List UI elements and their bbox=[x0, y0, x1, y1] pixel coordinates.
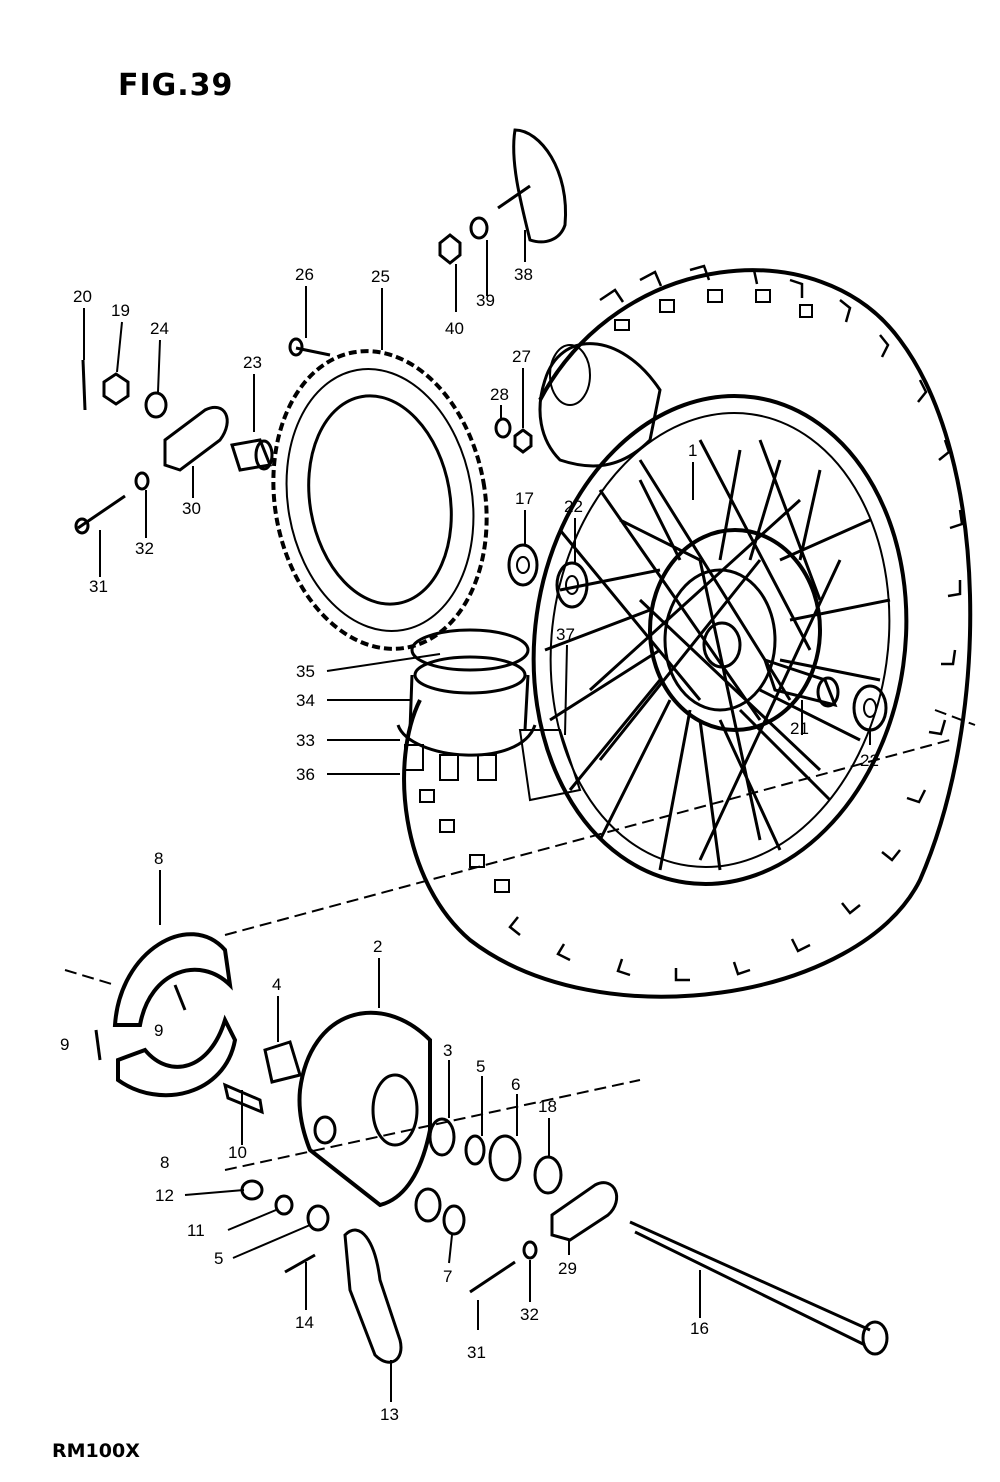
callout-29: 29 bbox=[558, 1259, 577, 1278]
callout-34: 34 bbox=[296, 691, 315, 710]
callout-28: 28 bbox=[490, 385, 509, 404]
callout-9-left: 9 bbox=[60, 1035, 69, 1054]
brake-shoes bbox=[94, 932, 238, 1098]
callout-7: 7 bbox=[443, 1267, 452, 1286]
callout-8-lower: 8 bbox=[160, 1153, 169, 1172]
callout-37: 37 bbox=[556, 625, 575, 644]
callout-26: 26 bbox=[295, 265, 314, 284]
brake-panel bbox=[222, 1010, 619, 1364]
callout-31-upper: 31 bbox=[89, 577, 108, 596]
callout-10: 10 bbox=[228, 1143, 247, 1162]
callout-40: 40 bbox=[445, 319, 464, 338]
callout-18: 18 bbox=[538, 1097, 557, 1116]
callout-24: 24 bbox=[150, 319, 169, 338]
callout-36: 36 bbox=[296, 765, 315, 784]
callout-20: 20 bbox=[73, 287, 92, 306]
callout-5-upper: 5 bbox=[476, 1057, 485, 1076]
callout-8-upper: 8 bbox=[154, 849, 163, 868]
callout-19: 19 bbox=[111, 301, 130, 320]
callout-6: 6 bbox=[511, 1075, 520, 1094]
callout-1: 1 bbox=[688, 441, 697, 460]
callout-39: 39 bbox=[476, 291, 495, 310]
leader-lines bbox=[83, 230, 871, 1402]
callout-38: 38 bbox=[514, 265, 533, 284]
callout-13: 13 bbox=[380, 1405, 399, 1424]
callout-25: 25 bbox=[371, 267, 390, 286]
model-code: RM100X bbox=[52, 1440, 140, 1462]
callout-17: 17 bbox=[515, 489, 534, 508]
rear-axle bbox=[629, 1220, 889, 1356]
rear-wheel bbox=[402, 264, 973, 999]
figure-title: FIG.39 bbox=[118, 68, 234, 103]
callout-33: 33 bbox=[296, 731, 315, 750]
callout-2: 2 bbox=[373, 937, 382, 956]
chain-guard-parts bbox=[438, 128, 568, 454]
callout-27: 27 bbox=[512, 347, 531, 366]
callout-12: 12 bbox=[155, 1186, 174, 1205]
callout-11: 11 bbox=[187, 1221, 205, 1240]
sprocket-drum bbox=[396, 628, 537, 781]
callout-23: 23 bbox=[243, 353, 262, 372]
callout-21: 21 bbox=[790, 719, 809, 738]
callout-22-upper: 22 bbox=[564, 497, 583, 516]
assembly-lines bbox=[64, 709, 976, 1171]
callout-30: 30 bbox=[182, 499, 201, 518]
callout-32-lower: 32 bbox=[520, 1305, 539, 1324]
callout-5-lower: 5 bbox=[214, 1249, 223, 1268]
callout-32-upper: 32 bbox=[135, 539, 154, 558]
callout-9-inner: 9 bbox=[154, 1021, 163, 1040]
callout-4: 4 bbox=[272, 975, 281, 994]
callout-31-lower: 31 bbox=[467, 1343, 486, 1362]
callout-16: 16 bbox=[690, 1319, 709, 1338]
callout-14: 14 bbox=[295, 1313, 314, 1332]
axle-adjuster-left bbox=[74, 337, 331, 535]
callout-22-lower: 22 bbox=[860, 751, 879, 770]
sprocket bbox=[271, 349, 489, 651]
callout-labels: 20 19 24 26 25 23 30 32 31 40 39 38 28 2… bbox=[60, 265, 879, 1424]
callout-35: 35 bbox=[296, 662, 315, 681]
hub-bearings bbox=[507, 543, 888, 732]
callout-3: 3 bbox=[443, 1041, 452, 1060]
